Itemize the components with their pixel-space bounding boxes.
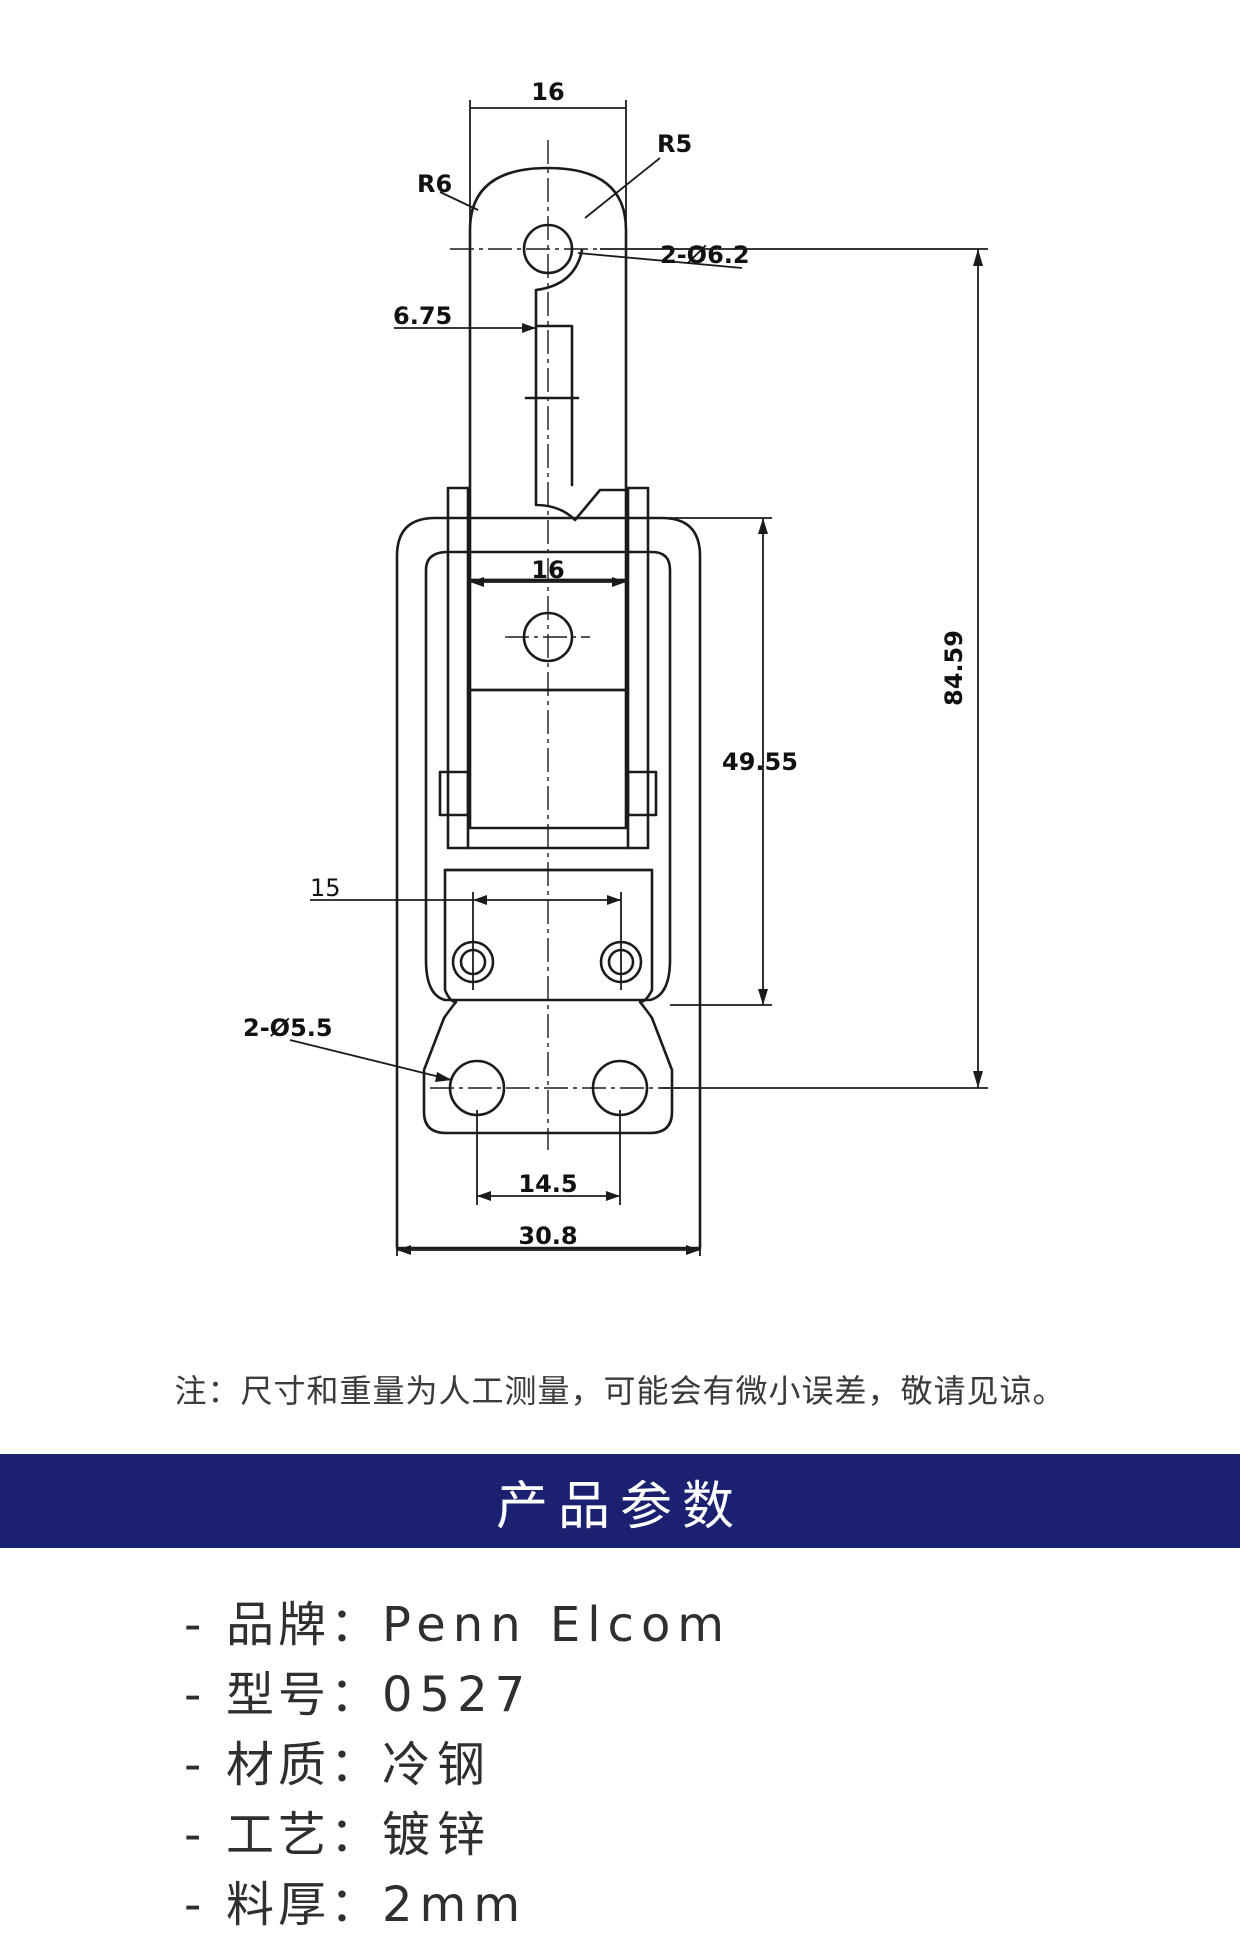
param-brand: -品牌：Penn Elcom [184, 1590, 731, 1660]
measurement-note: 注：尺寸和重量为人工测量，可能会有微小误差，敬请见谅。 [174, 1372, 1066, 1410]
param-finish: -工艺：镀锌 [184, 1800, 731, 1870]
param-label: 品牌： [226, 1597, 383, 1653]
param-value: 镀锌 [382, 1807, 493, 1863]
param-material: -材质：冷钢 [184, 1730, 731, 1800]
param-label: 工艺： [226, 1807, 383, 1863]
params-banner-title: 产品参数 [495, 1476, 744, 1537]
param-label: 料厚： [226, 1877, 383, 1933]
params-list: -品牌：Penn Elcom -型号：0527 -材质：冷钢 -工艺：镀锌 -料… [184, 1590, 731, 1940]
lever-arm [468, 166, 628, 582]
dim-top-width-label: 16 [531, 78, 564, 106]
dim-r6-leader [439, 191, 479, 211]
frame-rail-left [446, 486, 470, 850]
dim-bottom-holes-label: 2-Ø5.5 [243, 1014, 333, 1042]
dim-top-hole-label: 2-Ø6.2 [660, 241, 750, 269]
dim-base-width-label: 30.8 [518, 1222, 577, 1250]
dim-bottom-holes-leader [289, 1039, 453, 1081]
dim-base-width-arrow-right [686, 1245, 700, 1255]
param-model: -型号：0527 [184, 1660, 731, 1730]
dim-offset-label: 6.75 [393, 302, 452, 330]
dim-hole-spacing-top-label: 15 [310, 874, 341, 902]
dim-mid-height-label: 49.55 [722, 748, 798, 776]
base-plate-outline [395, 516, 702, 1250]
dim-hole-spacing-bottom-label: 14.5 [518, 1170, 577, 1198]
dim-mid-width-arrow-right [612, 577, 626, 587]
param-value: 冷钢 [382, 1737, 493, 1793]
lever-block-lower [468, 688, 628, 830]
param-dash: - [184, 1737, 206, 1793]
dim-total-height-label: 84.59 [940, 630, 968, 706]
base-plate-inner-bend [424, 550, 672, 1002]
param-value: 2mm [382, 1877, 528, 1933]
dim-base-width-arrow-left [397, 1245, 411, 1255]
params-banner: 产品参数 [0, 1454, 1240, 1548]
dim-mid-height-arrow-top [758, 518, 768, 534]
dim-r6-label: R6 [417, 170, 452, 198]
param-label: 材质： [226, 1737, 383, 1793]
lever-arm-inner-step [534, 248, 628, 522]
dim-r5-leader [584, 157, 661, 219]
frame-rail-right-lower [626, 770, 658, 817]
param-thickness: -料厚：2mm [184, 1870, 731, 1940]
frame-rail-right [626, 486, 650, 850]
dim-hole-spacing-top-arrow-left [473, 895, 487, 905]
lever-arm-slot [534, 324, 574, 487]
param-value: 0527 [382, 1667, 533, 1723]
latch-technical-drawing: 16 R6 R5 2-Ø6.2 6.75 16 49.55 84.59 15 2… [243, 78, 988, 1256]
dim-bottom-holes-arrow [435, 1072, 452, 1082]
dim-offset-arrow [522, 323, 536, 333]
dim-hole-spacing-bottom-arrow-left [477, 1191, 491, 1201]
dim-total-height-arrow-top [973, 249, 983, 266]
param-dash: - [184, 1597, 206, 1653]
dim-mid-height-arrow-bottom [758, 989, 768, 1005]
param-dash: - [184, 1877, 206, 1933]
param-value: Penn Elcom [382, 1597, 732, 1653]
dim-hole-spacing-top-arrow-right [607, 895, 621, 905]
dim-r5-label: R5 [657, 130, 692, 158]
top-pivot-hole [522, 223, 574, 275]
hook-plate [422, 868, 674, 1135]
dim-mid-width-label: 16 [531, 556, 564, 584]
dim-total-height-arrow-bottom [973, 1071, 983, 1088]
param-dash: - [184, 1667, 206, 1723]
dim-mid-width-arrow-left [470, 577, 484, 587]
dim-top-hole-leader [577, 252, 743, 269]
frame-rail-left-lower [438, 770, 470, 817]
param-label: 型号： [226, 1667, 383, 1723]
param-dash: - [184, 1807, 206, 1863]
dim-hole-spacing-bottom-arrow-right [606, 1191, 620, 1201]
